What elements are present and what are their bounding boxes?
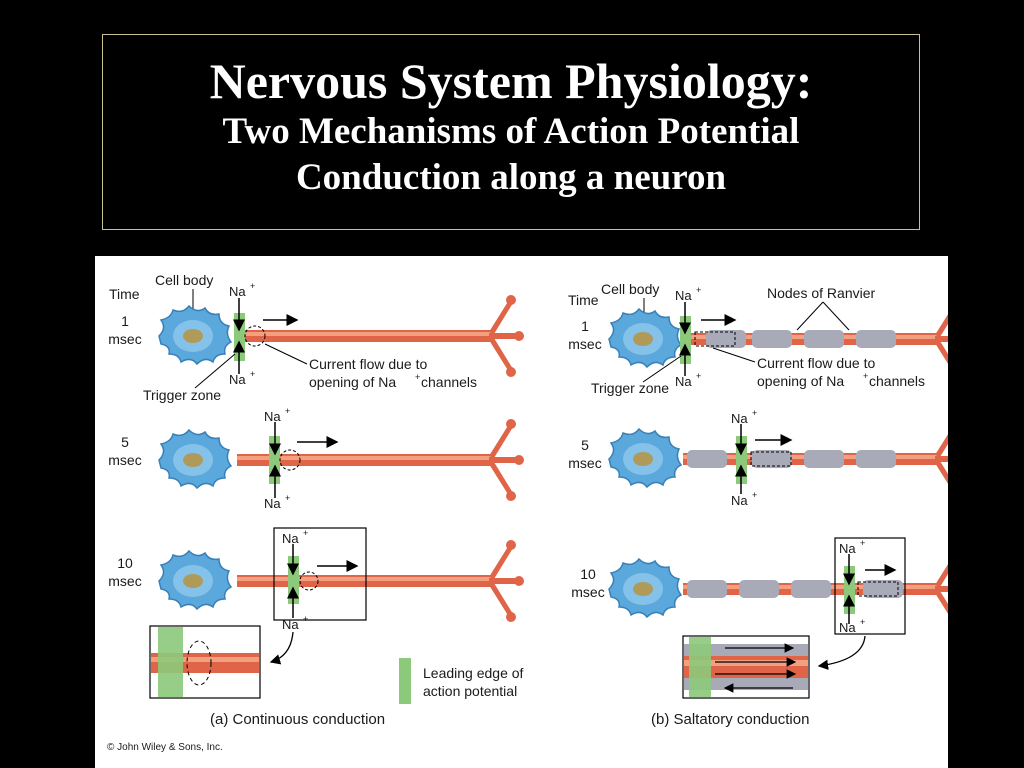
panel-continuous: Time Cell body 1 msec Na + Na + Trigger … <box>108 272 524 728</box>
time-label: Time <box>109 286 140 302</box>
svg-text:+: + <box>285 493 290 503</box>
saltatory-row-10msec: 10 msec Na + Na + <box>571 537 948 670</box>
slide-subtitle: Two Mechanisms of Action Potential Condu… <box>103 109 919 201</box>
na-label: Na <box>675 288 692 303</box>
svg-text:+: + <box>250 369 255 379</box>
legend-line-2: action potential <box>423 683 517 699</box>
time-10-unit: msec <box>108 573 141 589</box>
na-label: Na <box>229 372 246 387</box>
na-label: Na <box>731 411 748 426</box>
caption-saltatory: (b) Saltatory conduction <box>651 711 809 728</box>
time-1-num: 1 <box>121 313 129 329</box>
leading-edge-legend: Leading edge of action potential <box>399 658 524 704</box>
saltatory-row-1msec: 1 msec Na + Na + Trigger zone Current fl… <box>568 285 948 396</box>
continuous-row-5msec: 5 msec Na + Na + <box>108 406 524 511</box>
svg-text:+: + <box>285 406 290 416</box>
svg-text:opening of Na: opening of Na <box>757 373 844 389</box>
na-label: Na <box>264 409 281 424</box>
svg-text:+: + <box>303 528 308 538</box>
time-1-unit: msec <box>568 336 601 352</box>
trigger-zone-label: Trigger zone <box>143 387 221 403</box>
continuous-row-1msec: 1 msec Na + Na + Trigger zone Current fl… <box>108 281 524 403</box>
continuous-zoom-inset <box>149 625 261 699</box>
na-label: Na <box>839 541 856 556</box>
saltatory-row-5msec: 5 msec Na + Na + <box>568 408 948 508</box>
svg-text:+: + <box>696 285 701 295</box>
na-label: Na <box>282 531 299 546</box>
na-label: Na <box>282 617 299 632</box>
saltatory-zoom-inset <box>682 635 810 699</box>
time-10-num: 10 <box>117 555 133 571</box>
continuous-row-10msec: 10 msec Na + Na + <box>108 527 524 665</box>
na-label: Na <box>229 284 246 299</box>
caption-continuous: (a) Continuous conduction <box>210 711 385 728</box>
copyright-notice: © John Wiley & Sons, Inc. <box>107 742 223 753</box>
svg-text:+: + <box>250 281 255 291</box>
svg-text:channels: channels <box>421 374 477 390</box>
svg-text:channels: channels <box>869 373 925 389</box>
current-flow-label: Current flow due to <box>309 356 427 372</box>
time-10-num: 10 <box>580 566 596 582</box>
time-5-num: 5 <box>581 437 589 453</box>
panel-saltatory: Time Cell body Nodes of Ranvier 1 msec N… <box>568 281 948 728</box>
conduction-figure: Time Cell body 1 msec Na + Na + Trigger … <box>95 256 948 768</box>
svg-text:+: + <box>860 617 865 627</box>
subtitle-line-2: Conduction along a neuron <box>295 157 727 198</box>
time-5-unit: msec <box>108 452 141 468</box>
svg-text:+: + <box>696 371 701 381</box>
svg-text:+: + <box>752 490 757 500</box>
na-label: Na <box>675 374 692 389</box>
svg-text:+: + <box>752 408 757 418</box>
slide-title: Nervous System Physiology: <box>209 53 813 109</box>
time-5-num: 5 <box>121 434 129 450</box>
svg-text:+: + <box>863 371 868 381</box>
time-10-unit: msec <box>571 584 604 600</box>
subtitle-line-1: Two Mechanisms of Action Potential <box>222 111 800 152</box>
nodes-of-ranvier-label: Nodes of Ranvier <box>767 285 876 301</box>
time-1-num: 1 <box>581 318 589 334</box>
svg-text:+: + <box>303 614 308 624</box>
conduction-diagram: Time Cell body 1 msec Na + Na + Trigger … <box>107 272 948 753</box>
cell-body-label: Cell body <box>601 281 659 297</box>
svg-text:opening of Na: opening of Na <box>309 374 396 390</box>
na-label: Na <box>839 620 856 635</box>
trigger-zone-label: Trigger zone <box>591 380 669 396</box>
time-5-unit: msec <box>568 455 601 471</box>
time-label: Time <box>568 292 599 308</box>
na-label: Na <box>731 493 748 508</box>
current-flow-label: Current flow due to <box>757 355 875 371</box>
na-label: Na <box>264 496 281 511</box>
legend-line-1: Leading edge of <box>423 665 524 681</box>
time-1-unit: msec <box>108 331 141 347</box>
svg-text:+: + <box>860 538 865 548</box>
cell-body-label: Cell body <box>155 272 213 288</box>
svg-text:+: + <box>415 372 420 382</box>
slide-title-box: Nervous System Physiology: Two Mechanism… <box>102 34 920 230</box>
